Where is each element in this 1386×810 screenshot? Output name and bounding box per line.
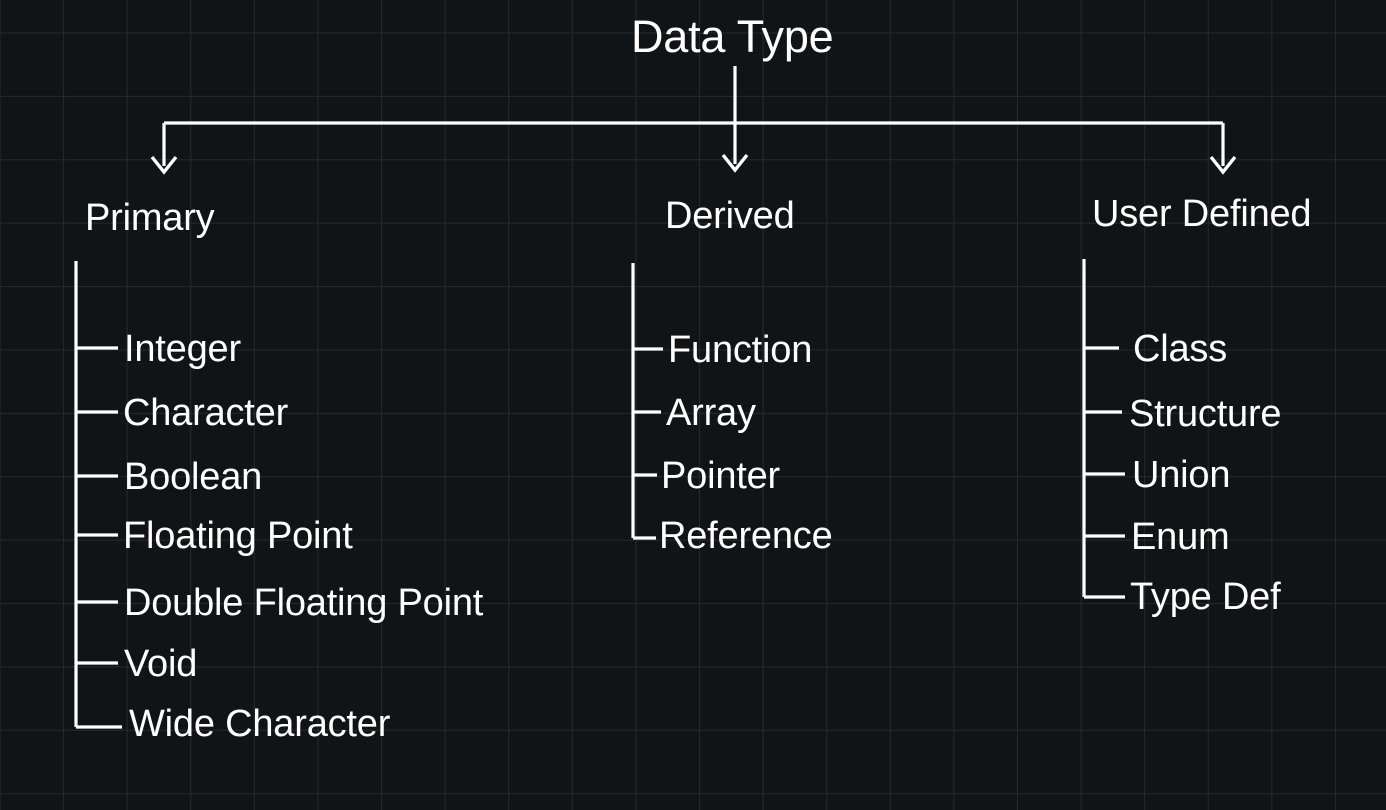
leaf-primary-integer: Integer: [124, 328, 241, 370]
diagram-title: Data Type: [631, 11, 834, 62]
leaf-primary-double-floating-point: Double Floating Point: [124, 582, 484, 624]
leaf-userdefined-structure: Structure: [1129, 393, 1282, 435]
leaf-userdefined-enum: Enum: [1131, 516, 1230, 558]
arrowhead-derived: [721, 153, 749, 173]
leaf-primary-void: Void: [124, 643, 198, 685]
branch-label-primary: Primary: [85, 197, 215, 239]
leaf-derived-pointer: Pointer: [661, 455, 781, 497]
leaf-derived-function: Function: [668, 329, 813, 371]
leaf-primary-character: Character: [123, 392, 289, 434]
leaf-userdefined-class: Class: [1133, 328, 1228, 370]
leaf-derived-reference: Reference: [659, 515, 833, 557]
branch-label-derived: Derived: [665, 195, 795, 237]
leaf-derived-array: Array: [666, 392, 756, 434]
leaf-primary-wide-character: Wide Character: [129, 703, 391, 745]
leaf-userdefined-type-def: Type Def: [1130, 576, 1281, 618]
branch-label-user-defined: User Defined: [1092, 193, 1312, 235]
arrowhead-userdefined: [1209, 155, 1237, 175]
leaf-userdefined-union: Union: [1132, 454, 1231, 496]
leaf-primary-boolean: Boolean: [124, 456, 263, 498]
arrowhead-primary: [150, 155, 178, 175]
leaf-primary-floating-point: Floating Point: [123, 515, 353, 557]
